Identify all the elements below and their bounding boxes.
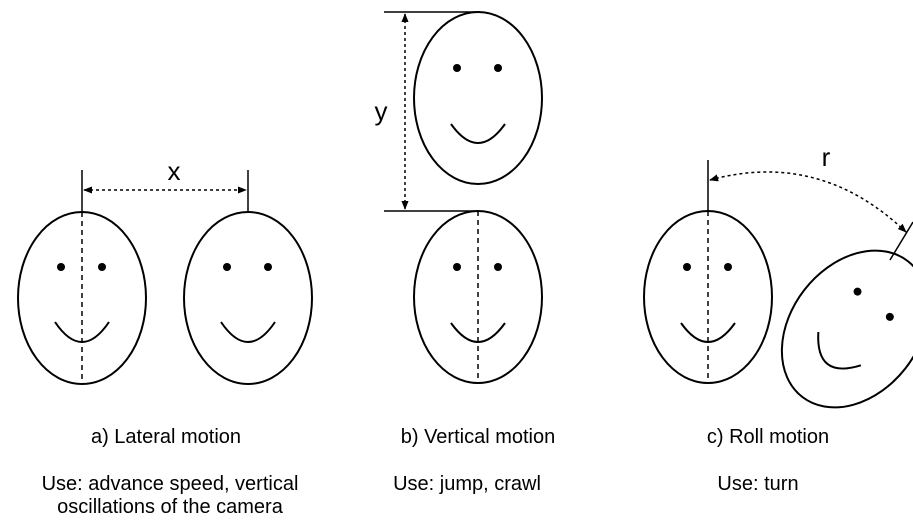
y-label: y — [375, 96, 388, 126]
r-label: r — [822, 142, 831, 172]
face-right-displaced — [183, 211, 313, 385]
x-label: x — [168, 156, 181, 186]
caption-roll: c) Roll motion — [707, 426, 829, 448]
caption-lateral: a) Lateral motion — [91, 426, 241, 448]
face-upright-original — [643, 210, 773, 384]
caption-vertical: b) Vertical motion — [401, 426, 556, 448]
panel-lateral: x a) Lateral motion Use: advance speed, … — [17, 156, 313, 518]
panel-vertical: y b) Vertical motion Use: jump, crawl — [375, 11, 556, 495]
use-lateral-line1: Use: advance speed, vertical — [42, 473, 299, 495]
face-rolled — [780, 249, 913, 409]
face-left-original — [17, 211, 147, 385]
use-vertical: Use: jump, crawl — [393, 473, 541, 495]
face-bottom-original — [413, 210, 543, 384]
use-lateral-line2: oscillations of the camera — [57, 496, 284, 518]
face-top-displaced — [413, 11, 543, 185]
use-roll: Use: turn — [717, 473, 798, 495]
panel-roll: r c) Roll motion Use: turn — [643, 142, 913, 495]
